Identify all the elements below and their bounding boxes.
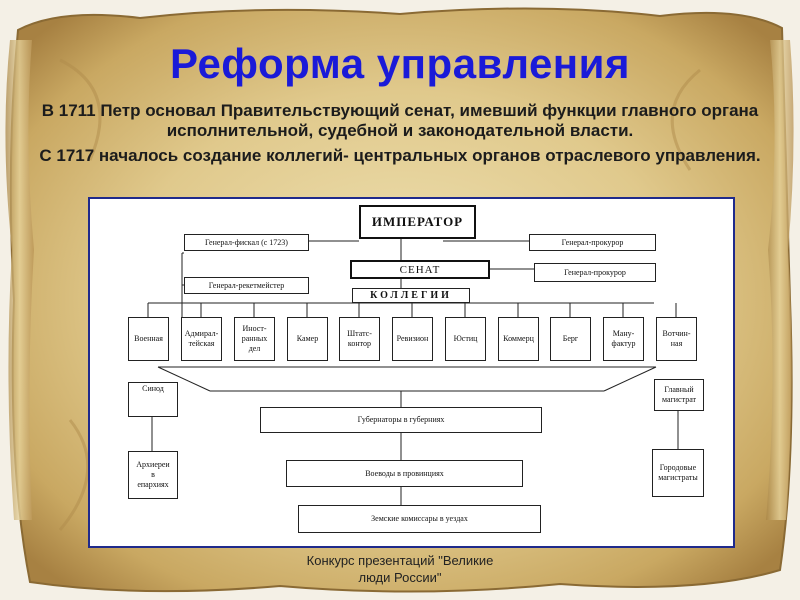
- general-fiscal-box: Генерал-фискал (с 1723): [184, 234, 309, 251]
- emperor-box: ИМПЕРАТОР: [359, 205, 476, 239]
- college-box: Ревизион: [392, 317, 433, 361]
- government-structure-diagram: ИМПЕРАТОР Генерал-фискал (с 1723) Генера…: [88, 197, 735, 548]
- voevody-box: Воеводы в провинциях: [286, 460, 523, 487]
- college-box: Адмирал- тейская: [181, 317, 222, 361]
- senate-box: СЕНАТ: [350, 260, 490, 279]
- college-box: Коммерц: [498, 317, 539, 361]
- commissars-box: Земские комиссары в уездах: [298, 505, 541, 533]
- college-box: Вотчин- ная: [656, 317, 697, 361]
- college-box: Ману- фактур: [603, 317, 644, 361]
- general-prosecutor-mid-box: Генерал-прокурор: [534, 263, 656, 282]
- city-magistrates-box: Городовые магистраты: [652, 449, 704, 497]
- synod-box: Синод: [128, 382, 178, 417]
- college-box: Камер: [287, 317, 328, 361]
- college-box: Юстиц: [445, 317, 486, 361]
- college-box: Берг: [550, 317, 591, 361]
- college-box: Военная: [128, 317, 169, 361]
- general-reketmeister-box: Генерал-рекетмейстер: [184, 277, 309, 294]
- footer-line-2: люди России": [358, 570, 442, 585]
- colleges-header-box: КОЛЛЕГИИ: [352, 288, 470, 303]
- governors-box: Губернаторы в губерниях: [260, 407, 542, 433]
- footer-caption: Конкурс презентаций "Великие люди России…: [260, 552, 540, 586]
- main-magistrate-box: Главный магистрат: [654, 379, 704, 411]
- footer-line-1: Конкурс презентаций "Великие: [306, 553, 494, 568]
- college-box: Иност- ранных дел: [234, 317, 275, 361]
- slide-title: Реформа управления: [169, 40, 630, 87]
- diagram-connector-lines: [147, 239, 679, 505]
- college-box: Штатс- контор: [339, 317, 380, 361]
- colleges-paragraph: С 1717 началось создание коллегий- центр…: [39, 146, 761, 165]
- general-prosecutor-top-box: Генерал-прокурор: [529, 234, 656, 251]
- bishops-box: Архиереи в епархиях: [128, 451, 178, 499]
- senate-paragraph: В 1711 Петр основал Правительствующий се…: [41, 101, 759, 140]
